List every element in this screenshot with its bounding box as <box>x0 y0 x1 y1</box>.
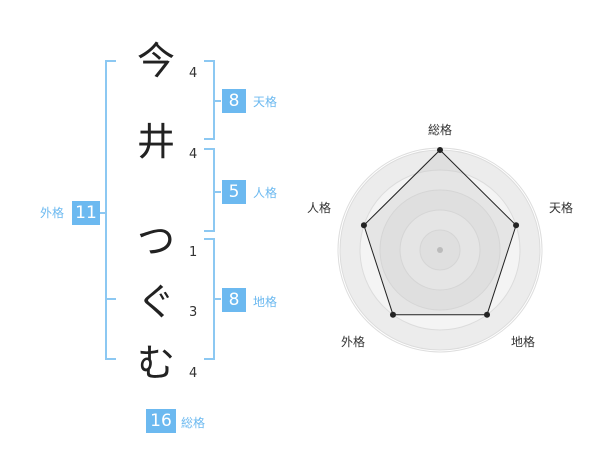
tenkaku-badge: 8 <box>222 89 246 113</box>
chikaku-label: 地格 <box>253 295 278 309</box>
name-char-4: ぐ <box>136 280 175 324</box>
radar-point <box>360 222 367 229</box>
radar-points <box>360 147 520 318</box>
radar-label-chikaku: 地格 <box>511 335 536 349</box>
name-brackets <box>97 60 221 360</box>
stroke-count-3: 1 <box>189 245 198 260</box>
radar-point <box>389 311 396 318</box>
radar-label-jinkaku: 人格 <box>307 201 332 215</box>
stroke-count-2: 4 <box>189 147 198 162</box>
soukaku-badge: 16 <box>146 409 176 433</box>
tenkaku-label: 天格 <box>253 95 278 109</box>
radar-point <box>437 147 443 153</box>
radar-label-tenkaku: 天格 <box>549 201 574 215</box>
stroke-count-5: 4 <box>189 366 198 381</box>
radar-label-gaikaku: 外格 <box>341 335 366 349</box>
soukaku-label: 総格 <box>181 416 206 430</box>
name-char-1: 今 <box>136 39 175 83</box>
stroke-count-4: 3 <box>189 305 198 320</box>
name-char-3: つ <box>136 219 175 263</box>
name-char-2: 井 <box>136 120 175 164</box>
radar-label-soukaku: 総格 <box>428 123 453 137</box>
tenkaku-bracket <box>204 60 215 140</box>
jinkaku-label: 人格 <box>253 186 278 200</box>
gaikaku-bracket <box>105 60 116 360</box>
radar-point <box>513 222 520 229</box>
stroke-count-1: 4 <box>189 66 198 81</box>
name-char-5: む <box>136 341 175 385</box>
gaikaku-label: 外格 <box>40 206 65 220</box>
radar-point <box>484 311 491 318</box>
chikaku-badge: 8 <box>222 288 246 312</box>
jinkaku-bracket <box>204 148 215 232</box>
radar-polygon <box>363 149 517 316</box>
radar-center-dot <box>437 247 443 253</box>
radar-chart <box>337 147 543 353</box>
jinkaku-badge: 5 <box>222 180 246 204</box>
gaikaku-badge: 11 <box>72 201 100 225</box>
chikaku-bracket <box>204 238 215 360</box>
